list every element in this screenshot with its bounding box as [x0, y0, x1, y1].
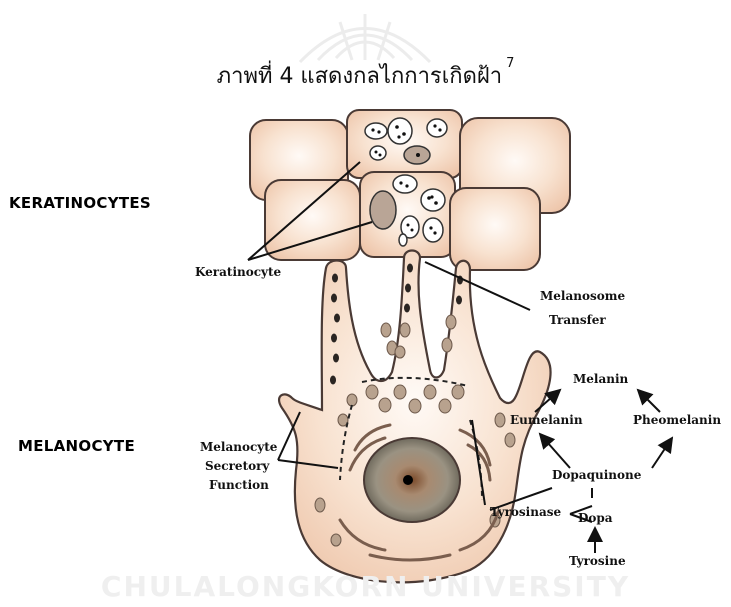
pathway-eumelanin: Eumelanin: [510, 411, 583, 430]
keratinocyte-cell: [450, 188, 540, 270]
university-watermark: CHULALONGKORN UNIVERSITY: [0, 570, 731, 603]
pathway-dopa: Dopa: [578, 509, 613, 528]
label-keratinocytes: KERATINOCYTES: [9, 194, 151, 212]
label-melanocyte: MELANOCYTE: [18, 437, 135, 455]
pathway-pheomelanin: Pheomelanin: [633, 411, 721, 430]
pathway-melanin: Melanin: [573, 370, 628, 389]
pathway-dopaquinone: Dopaquinone: [552, 466, 641, 485]
pathway-tyrosine: Tyrosine: [569, 552, 626, 571]
label-transfer: Transfer: [549, 311, 606, 330]
label-melanocyte-secretory-2: Secretory: [205, 457, 269, 476]
nucleolus: [403, 475, 413, 485]
pathway-tyrosinase: Tyrosinase: [490, 503, 561, 522]
label-melanosome: Melanosome: [540, 287, 625, 306]
label-melanocyte-secretory-1: Melanocyte: [200, 438, 277, 457]
label-keratinocyte: Keratinocyte: [195, 263, 281, 282]
label-melanocyte-secretory-3: Function: [209, 476, 269, 495]
keratinocyte-cell: [265, 180, 360, 260]
